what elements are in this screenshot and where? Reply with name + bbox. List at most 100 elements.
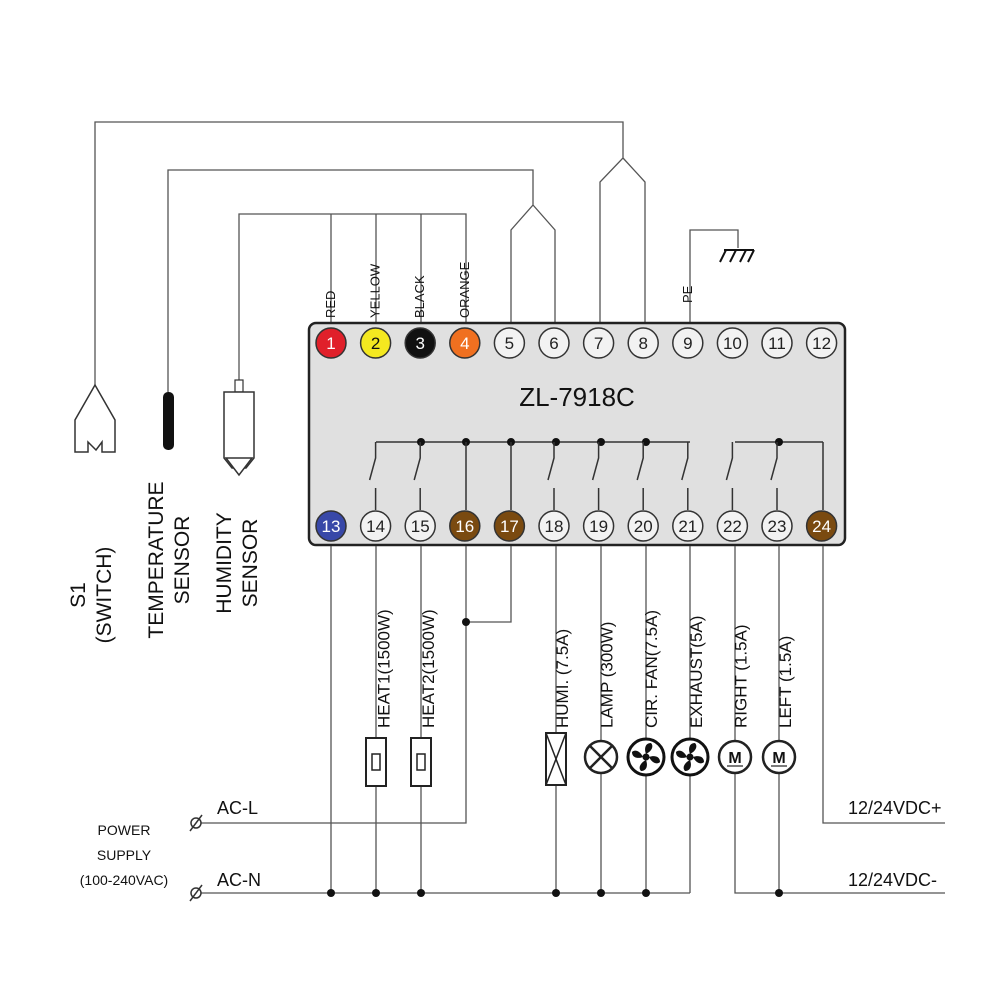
relay-switch-18 (547, 442, 555, 510)
terminal-2: 2 (359, 327, 392, 359)
wire-label-red: RED (323, 291, 338, 318)
terminals-bottom: 13 14 15 16 17 18 19 20 21 22 23 24 (315, 510, 838, 542)
terminal-1: 1 (315, 327, 347, 359)
ac-l-label: AC-L (217, 798, 258, 818)
terminal-number: 18 (545, 517, 564, 536)
terminal-17: 17 (493, 510, 526, 542)
svg-text:M: M (728, 750, 741, 767)
terminal-24: 24 (805, 510, 838, 542)
terminal-15: 15 (404, 510, 436, 542)
terminal-4: 4 (449, 327, 481, 359)
dc-minus-label: 12/24VDC- (848, 870, 937, 890)
temperature-probe-icon (163, 392, 174, 450)
terminal-8: 8 (627, 327, 659, 359)
humidifier-icon (545, 732, 567, 786)
svg-text:M: M (772, 750, 785, 767)
terminal-20: 20 (627, 510, 659, 542)
controller-panel (307, 321, 847, 547)
terminal-10: 10 (716, 327, 749, 359)
terminal-number: 22 (723, 517, 742, 536)
terminal-number: 15 (411, 517, 430, 536)
left-motor-icon: M (761, 739, 797, 775)
temperature-label-line1: TEMPERATURE (145, 481, 168, 638)
terminal-23: 23 (761, 510, 793, 542)
load-wiring (200, 546, 945, 897)
lamp-icon (583, 739, 619, 775)
terminal-number: 3 (415, 334, 424, 353)
terminal-number: 24 (812, 517, 831, 536)
relay-switch-22 (725, 442, 734, 510)
relay-switch-20 (636, 442, 644, 510)
switch-label: S1 (SWITCH) (67, 547, 116, 644)
terminal-number: 2 (371, 334, 380, 353)
load-label: CIR. FAN(7.5A) (642, 610, 661, 728)
terminal-11: 11 (761, 327, 793, 359)
wire-label-pe: PE (680, 285, 695, 303)
sensor-wiring (94, 121, 755, 392)
terminal-number: 11 (768, 334, 786, 353)
terminal-number: 7 (594, 334, 603, 353)
switch-wire (94, 121, 646, 385)
terminal-18: 18 (538, 510, 570, 542)
humidity-wire (238, 213, 467, 383)
power-supply-label: POWER SUPPLY (100-240VAC) (80, 822, 168, 888)
relay-switch-14 (368, 442, 377, 510)
terminal-number: 8 (638, 334, 647, 353)
terminal-7: 7 (582, 327, 615, 359)
terminal-number: 16 (455, 517, 474, 536)
terminal-16: 16 (449, 510, 481, 542)
load-label: RIGHT (1.5A) (731, 624, 750, 728)
terminal-19: 19 (582, 510, 615, 542)
wire-label-black: BLACK (412, 275, 427, 318)
terminal-number: 9 (683, 334, 692, 353)
pe-wire (689, 229, 739, 323)
terminal-number: 17 (500, 517, 519, 536)
terminal-number: 14 (366, 517, 385, 536)
terminal-number: 20 (634, 517, 653, 536)
terminal-3: 3 (404, 327, 436, 359)
terminal-number: 5 (505, 334, 514, 353)
terminal-14: 14 (359, 510, 392, 542)
terminal-number: 21 (678, 517, 697, 536)
terminal-number: 23 (768, 517, 787, 536)
terminal-22: 22 (716, 510, 749, 542)
terminal-number: 12 (812, 334, 831, 353)
relay-switch-19 (591, 442, 600, 510)
wire-label-yellow: YELLOW (368, 263, 383, 318)
right-motor-icon: M (717, 739, 753, 775)
switch-label-line2: (SWITCH) (93, 547, 116, 644)
terminal-13: 13 (315, 510, 347, 542)
terminal-9: 9 (672, 327, 704, 359)
temperature-sensor-label: TEMPERATURE SENSOR (145, 481, 194, 638)
ground-icon (719, 249, 755, 263)
relay-switches (368, 442, 778, 510)
terminal-number: 10 (723, 334, 742, 353)
humidity-sensor-label: HUMIDITY SENSOR (213, 512, 262, 614)
wire-labels: RED YELLOW BLACK ORANGE PE (323, 261, 695, 318)
load-labels: HEAT1(1500W)HEAT2(1500W)HUMI. (7.5A)LAMP… (375, 609, 795, 728)
terminal-number: 4 (460, 334, 469, 353)
heat2-fuse-icon (410, 737, 432, 787)
load-label: HUMI. (7.5A) (553, 629, 572, 728)
humidity-label-line1: HUMIDITY (213, 512, 236, 614)
power-label-line1: POWER (98, 822, 151, 838)
terminal-21: 21 (672, 510, 704, 542)
power-label-line3: (100-240VAC) (80, 872, 168, 888)
load-label: LEFT (1.5A) (776, 636, 795, 728)
relay-switch-21 (681, 442, 689, 510)
load-label: EXHAUST(5A) (687, 616, 706, 728)
switch-label-line1: S1 (67, 582, 90, 608)
terminal-12: 12 (805, 327, 838, 359)
ac-n-label: AC-N (217, 870, 261, 890)
dc-plus-label: 12/24VDC+ (848, 798, 942, 818)
relay-switch-15 (413, 442, 421, 510)
terminal-6: 6 (538, 327, 570, 359)
humidity-label-line2: SENSOR (239, 519, 262, 608)
temperature-wire (167, 169, 556, 392)
wire-label-orange: ORANGE (457, 261, 472, 318)
ac-l-terminal: AC-L (189, 798, 258, 832)
load-label: HEAT1(1500W) (375, 609, 394, 728)
humidity-probe-icon (223, 379, 255, 477)
heat1-fuse-icon (365, 737, 387, 787)
